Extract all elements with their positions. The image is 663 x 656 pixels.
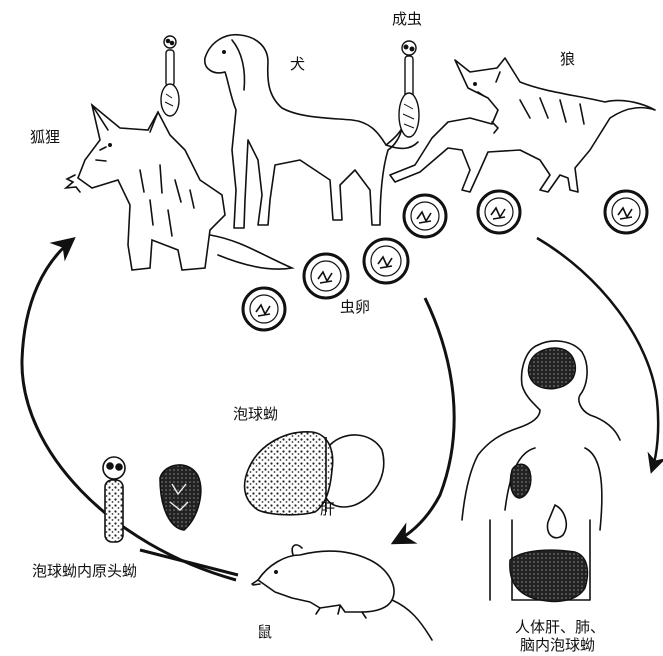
label-adult-worm: 成虫 <box>392 10 423 28</box>
label-wolf: 狼 <box>560 50 576 68</box>
adult-worm-right <box>398 40 420 138</box>
label-dog: 犬 <box>290 55 306 73</box>
label-hydatid-cyst: 泡球蚴 <box>233 405 279 423</box>
label-eggs: 虫卵 <box>340 298 371 316</box>
human-liver-cyst <box>509 549 589 603</box>
egg <box>476 189 522 235</box>
label-protoscolex: 泡球蚴内原头蚴 <box>32 562 138 580</box>
egg <box>603 189 649 235</box>
egg <box>362 237 410 285</box>
wolf-eye <box>473 82 477 86</box>
egg <box>241 286 287 332</box>
egg <box>402 193 448 239</box>
arrow-eggs-to-human <box>536 236 663 474</box>
dog-eye <box>222 50 226 54</box>
connector-protoscolex-rat <box>139 548 239 577</box>
adult-worm-left <box>160 35 180 117</box>
protoscolex-illustration <box>102 456 126 543</box>
fox-illustration <box>63 102 295 271</box>
human-lung-cyst <box>509 463 532 499</box>
rat-illustration <box>251 544 433 641</box>
liver-illustration <box>243 431 385 516</box>
label-human-line2: 脑内泡球蚴 <box>520 636 596 654</box>
dog-illustration <box>204 33 419 229</box>
invaginated-protoscolex <box>159 464 202 531</box>
rat-eye <box>274 570 278 574</box>
human-brain-cyst <box>527 347 577 390</box>
wolf-illustration <box>389 57 656 193</box>
arrow-rat-to-fox <box>20 236 237 582</box>
label-rat: 鼠 <box>257 623 273 641</box>
arrow-eggs-to-rat <box>390 297 456 545</box>
fox-eye <box>108 143 112 147</box>
egg <box>302 252 350 300</box>
label-fox: 狐狸 <box>30 128 61 146</box>
label-liver: 肝 <box>320 500 336 518</box>
label-human-line1: 人体肝、肺、 <box>515 618 606 636</box>
